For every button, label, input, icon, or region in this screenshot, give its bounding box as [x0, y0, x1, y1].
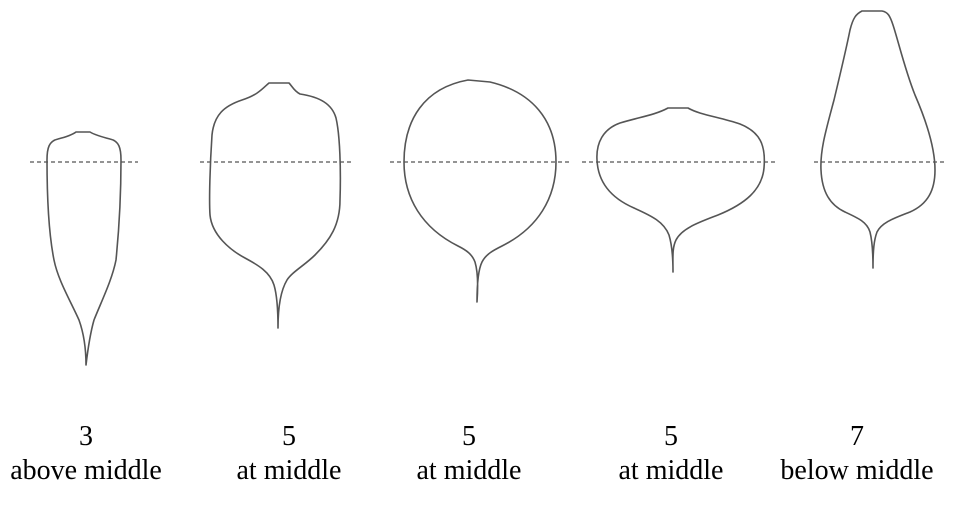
caption-position-5: below middle [780, 455, 934, 486]
caption-shape-4: 5 at middle [576, 420, 766, 488]
leaf-shape-5 [814, 10, 944, 269]
leaf-outline-5 [820, 10, 936, 269]
caption-shape-3: 5 at middle [374, 420, 564, 488]
caption-value-3: 5 [462, 421, 476, 452]
leaf-shape-2 [200, 82, 352, 329]
leaf-outline-4 [596, 107, 766, 273]
caption-value-2: 5 [282, 421, 296, 452]
caption-value-4: 5 [664, 421, 678, 452]
caption-position-1: above middle [10, 455, 162, 486]
caption-shape-1: 3 above middle [0, 420, 181, 488]
caption-value-1: 3 [79, 421, 93, 452]
leaf-outline-3 [403, 79, 557, 303]
leaf-shape-3 [390, 79, 570, 303]
leaf-shape-4 [582, 107, 776, 273]
caption-value-5: 7 [850, 421, 864, 452]
leaf-outline-1 [46, 131, 122, 366]
leaf-outline-2 [208, 82, 342, 329]
caption-position-2: at middle [236, 455, 342, 486]
caption-shape-5: 7 below middle [762, 420, 952, 488]
caption-shape-2: 5 at middle [194, 420, 384, 488]
caption-position-3: at middle [416, 455, 522, 486]
leaf-shape-1 [30, 131, 138, 366]
caption-position-4: at middle [618, 455, 724, 486]
